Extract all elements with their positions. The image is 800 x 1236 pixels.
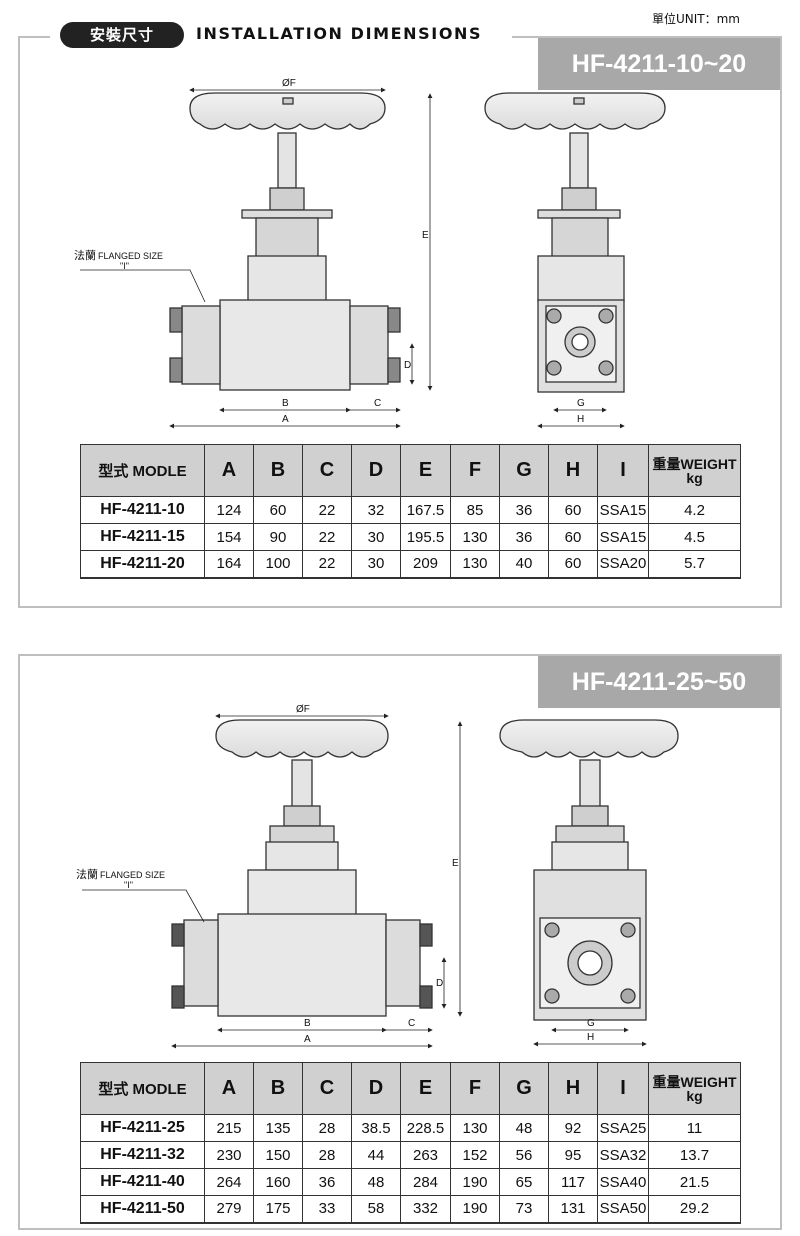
installation-title: INSTALLATION DIMENSIONS <box>196 24 491 43</box>
col-header-d: D <box>351 1062 401 1115</box>
col-header-g: G <box>499 444 549 497</box>
model-header: 型式 MODLE <box>80 444 205 497</box>
valve-drawing-1: ØF E B A C D G H 法蘭 FLANGED SIZE "I" <box>74 78 666 429</box>
col-header-e: E <box>400 1062 451 1115</box>
section-hf-4211-25-50: HF-4211-25~50 <box>18 654 782 1230</box>
dim-label-h: H <box>587 1032 594 1043</box>
flange-label-cn: 法蘭 <box>76 867 98 881</box>
model-range-banner: HF-4211-25~50 <box>538 656 780 708</box>
col-header-f: F <box>450 444 500 497</box>
col-header-a: A <box>204 1062 254 1115</box>
dim-label-b: B <box>304 1018 311 1029</box>
col-header-f: F <box>450 1062 500 1115</box>
col-header-h: H <box>548 444 598 497</box>
col-header-b: B <box>253 444 303 497</box>
col-header-d: D <box>351 444 401 497</box>
col-header-c: C <box>302 1062 352 1115</box>
dim-label-g: G <box>577 398 585 409</box>
col-header-i: I <box>597 1062 649 1115</box>
dim-label-a: A <box>304 1034 311 1045</box>
dim-label-e: E <box>452 858 459 869</box>
dimension-lines <box>82 713 647 1049</box>
flange-symbol: "I" <box>120 261 129 271</box>
model-range-banner: HF-4211-10~20 <box>538 38 780 90</box>
col-header-e: E <box>400 444 451 497</box>
front-view <box>171 719 433 1017</box>
dimension-lines <box>80 87 625 429</box>
dim-label-e: E <box>422 230 429 241</box>
flange-label-en: FLANGED SIZE <box>100 870 165 880</box>
col-header-c: C <box>302 444 352 497</box>
dim-label-h: H <box>577 414 584 425</box>
unit-label: 單位UNIT：mm <box>651 12 740 26</box>
flange-symbol: "I" <box>124 880 133 890</box>
col-header-a: A <box>204 444 254 497</box>
dim-label-f: ØF <box>282 78 296 89</box>
dim-label-c: C <box>374 398 381 409</box>
col-header-h: H <box>548 1062 598 1115</box>
dim-label-d: D <box>436 978 443 989</box>
col-header-b: B <box>253 1062 303 1115</box>
flange-label-cn: 法蘭 <box>74 248 96 262</box>
model-header: 型式 MODLE <box>80 1062 205 1115</box>
dim-label-f: ØF <box>296 704 310 715</box>
front-view <box>169 92 401 391</box>
col-header-i: I <box>597 444 649 497</box>
side-view <box>484 92 666 393</box>
installation-badge: 安裝尺寸 <box>60 22 184 48</box>
flange-label-en: FLANGED SIZE <box>98 251 163 261</box>
valve-drawing-2: ØF E B A C D G H 法蘭 FLANGED SIZE "I" <box>76 704 679 1049</box>
dim-label-b: B <box>282 398 289 409</box>
section-hf-4211-10-20: HF-4211-10~20 <box>18 36 782 608</box>
dim-label-d: D <box>404 360 411 371</box>
dim-label-g: G <box>587 1018 595 1029</box>
dim-label-c: C <box>408 1018 415 1029</box>
side-view <box>499 719 679 1021</box>
col-header-g: G <box>499 1062 549 1115</box>
dim-label-a: A <box>282 414 289 425</box>
